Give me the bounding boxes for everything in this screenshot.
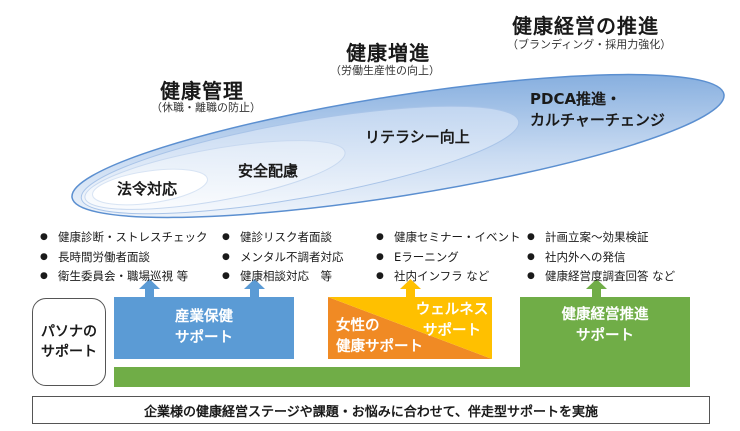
stage-title-management: 健康管理 (160, 79, 244, 103)
ellipse-label-pdca-line2: カルチャーチェンジ (530, 111, 665, 129)
stage-subtitle-keiei: （ブランディング・採用力強化） (507, 38, 672, 51)
list-item: 健康診断・ストレスチェック (40, 228, 208, 248)
list-item: 健康経営度調査回答 など (527, 267, 675, 287)
wellness-support-label: ウェルネス サポート (412, 300, 492, 342)
list-item: 社内インフラ など (376, 267, 521, 287)
pasona-line2: サポート (41, 344, 97, 360)
wellness-support-line2: サポート (423, 323, 481, 339)
wellness-support-line1: ウェルネス (415, 302, 489, 318)
industrial-support-box (114, 297, 294, 359)
consult-list: 健診リスク者面談 メンタル不調者対応 健康相談対応 等 (222, 228, 344, 287)
industrial-support-line1: 産業保健 (175, 309, 233, 325)
list-item: 社内外への発信 (527, 248, 675, 268)
stage-subtitle-management: （休職・離職の防止） (151, 101, 261, 114)
list-item: 計画立案～効果検証 (527, 228, 675, 248)
women-support-line1: 女性の (336, 318, 380, 334)
list-item: メンタル不調者対応 (222, 248, 344, 268)
stage-title-keiei: 健康経営の推進 (512, 14, 659, 38)
women-support-label: 女性の 健康サポート (328, 316, 440, 358)
ellipse-label-pdca-line1: PDCA推進・ (530, 90, 622, 108)
list-item: 健診リスク者面談 (222, 228, 344, 248)
wellness-support-triangle (328, 297, 492, 359)
management-list: 計画立案～効果検証 社内外への発信 健康経営度調査回答 など (527, 228, 675, 287)
management-support-line2: サポート (576, 328, 634, 344)
ellipse-label-law: 法令対応 (117, 180, 178, 198)
list-item: 健康相談対応 等 (222, 267, 344, 287)
management-support-label: 健康経営推進 サポート (520, 305, 690, 347)
stage-subtitle-promotion: （労働生産性の向上） (330, 64, 440, 77)
ellipse-label-safety: 安全配慮 (238, 162, 299, 180)
industrial-support-label: 産業保健 サポート (114, 307, 294, 349)
list-item: 長時間労働者面談 (40, 248, 208, 268)
bottom-statement: 企業様の健康経営ステージや課題・お悩みに合わせて、伴走型サポートを実施 (32, 396, 710, 424)
list-item: 衛生委員会・職場巡視 等 (40, 267, 208, 287)
wellness-list: 健康セミナー・イベント Eラーニング 社内インフラ など (376, 228, 521, 287)
pasona-support-label: パソナの サポート (32, 298, 106, 386)
management-support-box (114, 297, 690, 387)
list-item: Eラーニング (376, 248, 521, 268)
stage-title-promotion: 健康増進 (346, 41, 430, 65)
industrial-support-line2: サポート (175, 330, 233, 346)
ellipse-label-literacy: リテラシー向上 (365, 128, 470, 146)
industrial-list: 健康診断・ストレスチェック 長時間労働者面談 衛生委員会・職場巡視 等 (40, 228, 208, 287)
management-support-line1: 健康経営推進 (561, 307, 649, 323)
list-item: 健康セミナー・イベント (376, 228, 521, 248)
women-support-line2: 健康サポート (336, 339, 423, 355)
stage-ellipse-core (92, 168, 208, 206)
pasona-line1: パソナの (41, 324, 97, 340)
